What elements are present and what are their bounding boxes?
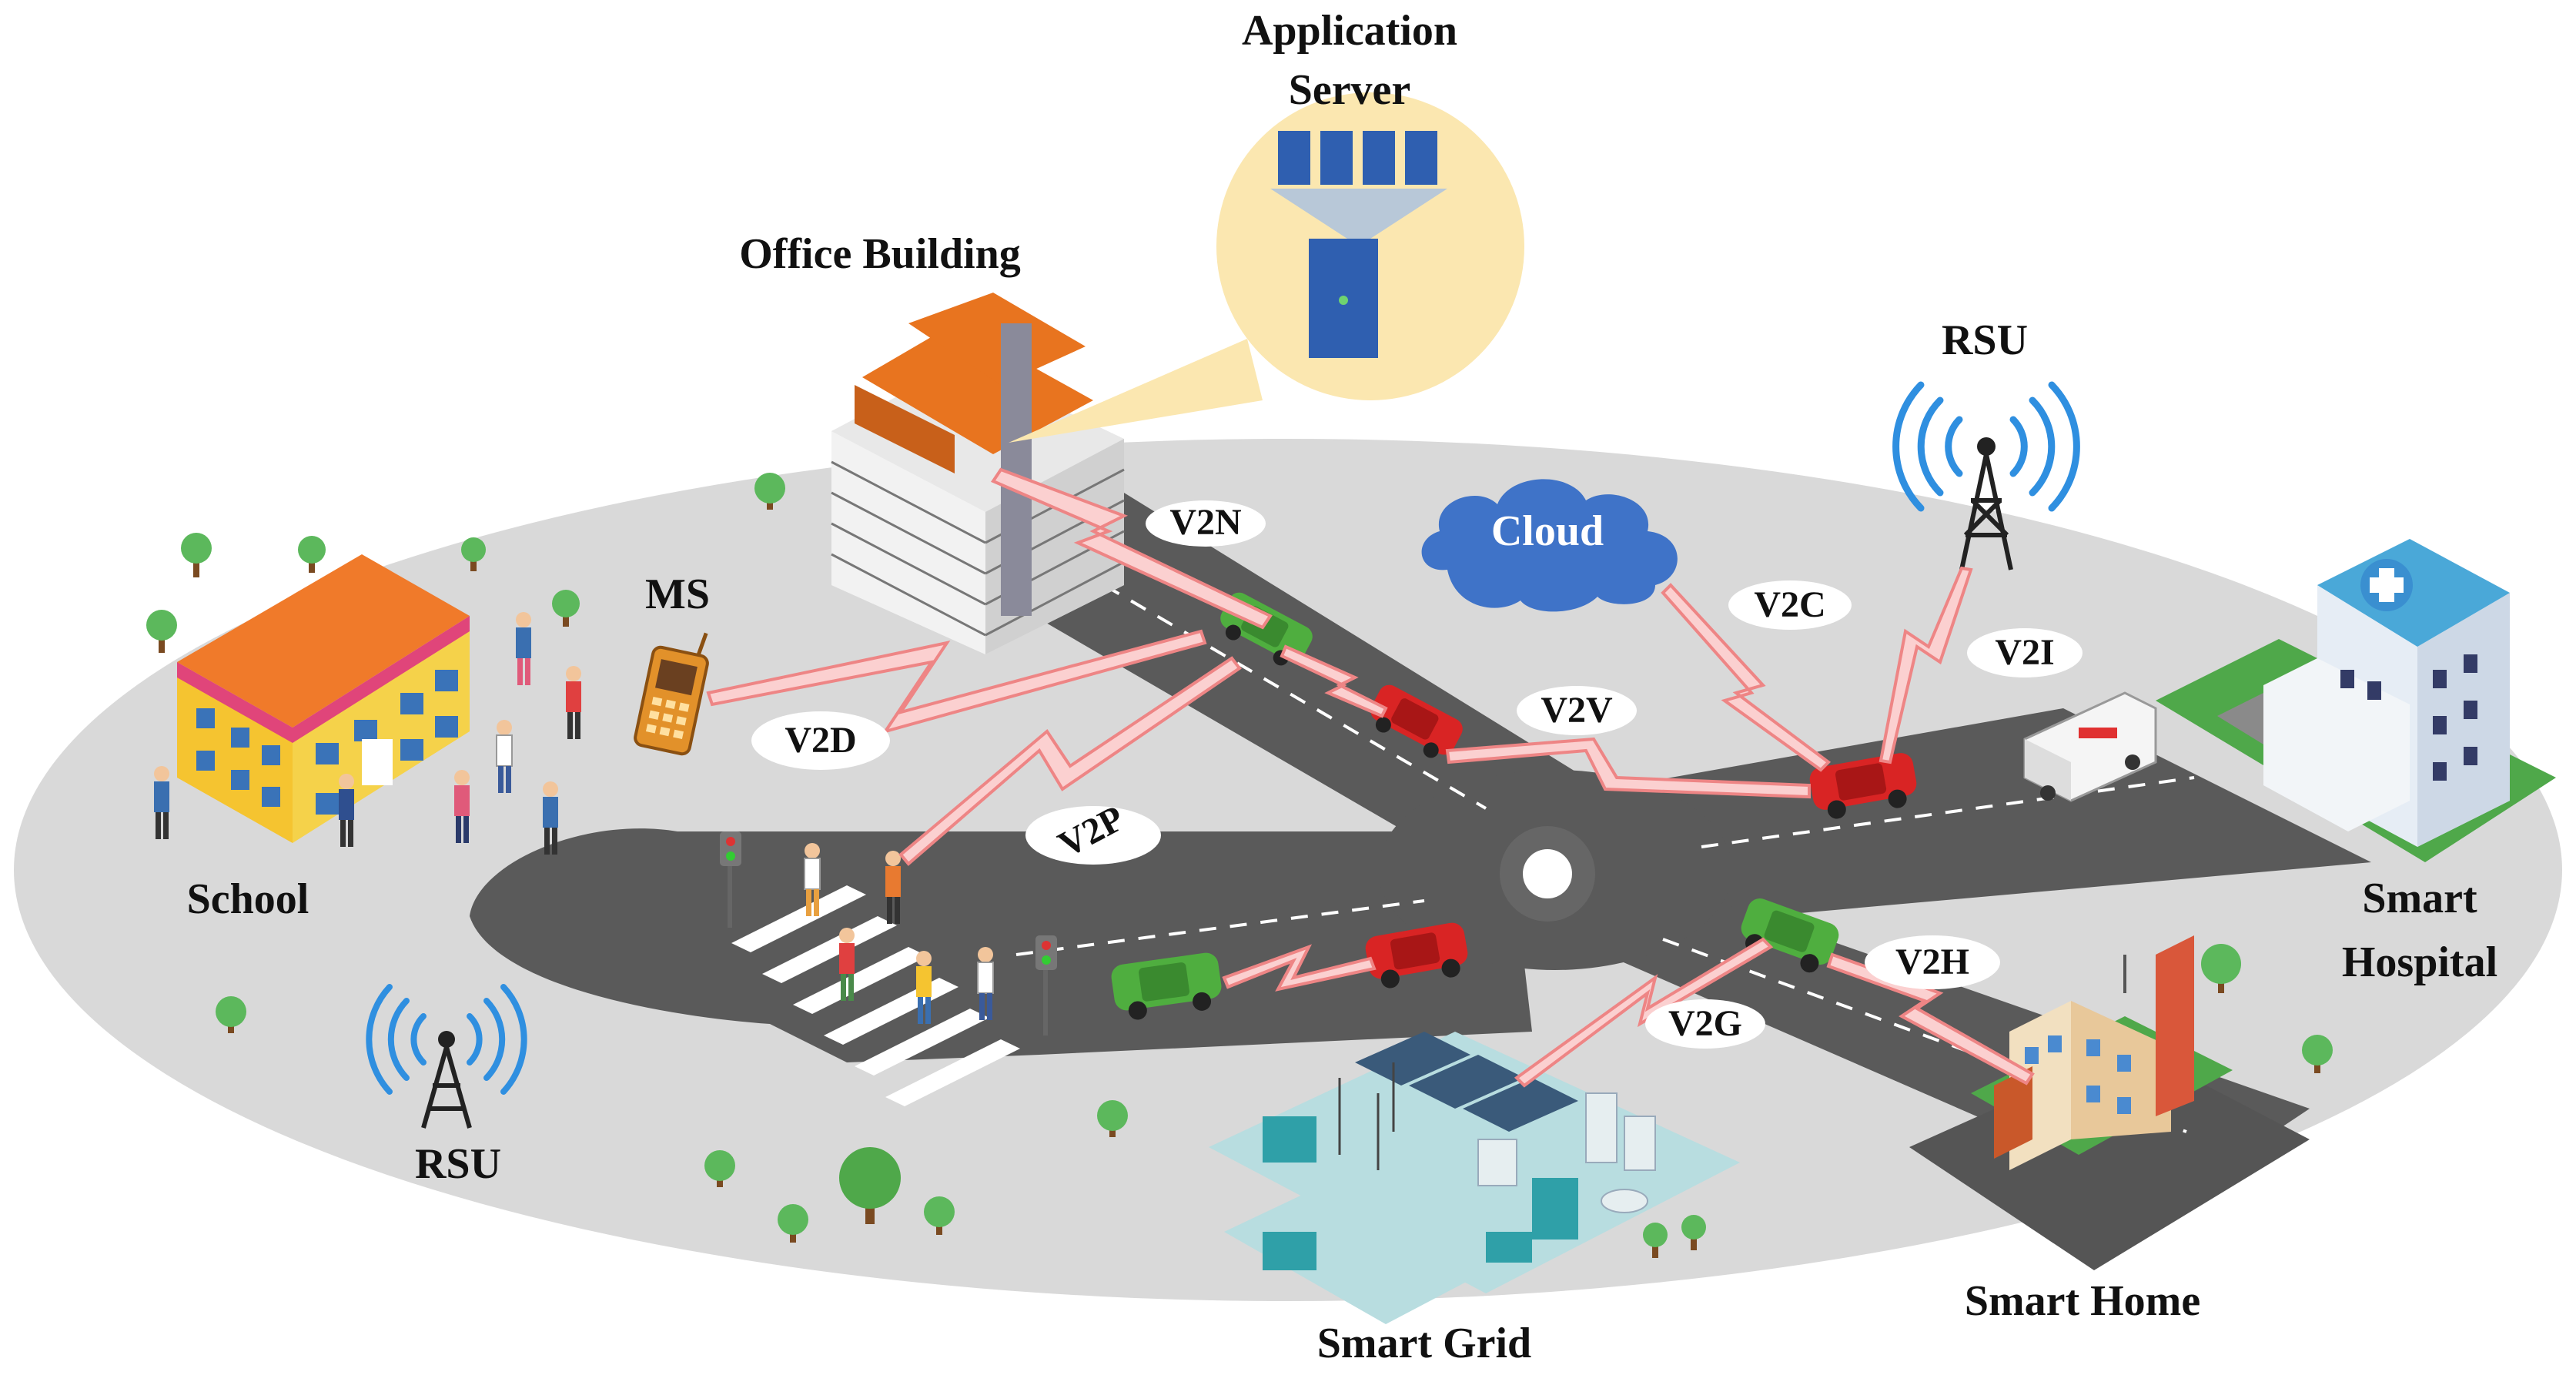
car-icon — [1809, 753, 1917, 819]
v2h-bolt — [1826, 952, 2035, 1086]
smart-hospital-building — [2156, 539, 2556, 862]
cloud-label: Cloud — [1491, 507, 1604, 555]
v2p-bolt — [898, 656, 1242, 866]
smart-home-label: Smart Home — [1965, 1277, 2200, 1325]
tree-icon — [461, 537, 486, 571]
smart-grid-facility — [1209, 1032, 1740, 1324]
v2i-bolt — [1878, 566, 1973, 764]
tree-icon — [778, 1204, 808, 1243]
car-icon — [1370, 684, 1463, 758]
office-building-label: Office Building — [739, 230, 1021, 278]
v2g-label: V2G — [1668, 1003, 1742, 1044]
rsu-bottom-label: RSU — [415, 1140, 501, 1188]
car-icon — [1365, 922, 1468, 989]
tree-icon — [2302, 1035, 2333, 1073]
v2v-car-bolt — [1280, 644, 1388, 718]
ms-label: MS — [645, 570, 710, 618]
smart-hospital-label-line2: Hospital — [2342, 938, 2497, 986]
link-label-ovals — [751, 500, 2083, 1049]
tree-icon — [216, 996, 246, 1033]
crosswalk — [731, 885, 1020, 1106]
mobile-phone-icon — [634, 632, 709, 756]
application-server-label-line1: Application — [1242, 7, 1457, 55]
tree-icon — [704, 1150, 735, 1187]
traffic-light-icon — [1035, 935, 1057, 1035]
school-label: School — [187, 875, 309, 923]
v2g-bolt — [1514, 937, 1774, 1088]
v2d-bolt — [706, 629, 1207, 734]
school-building — [177, 554, 470, 843]
v2h-label: V2H — [1895, 942, 1969, 982]
v2n-bolt — [991, 467, 1273, 630]
funnel-icon — [1270, 189, 1447, 239]
v2c-bolt — [1661, 583, 1832, 772]
tree-icon — [754, 473, 785, 510]
v2d-label: V2D — [785, 720, 856, 761]
smart-hospital-label-line1: Smart — [2362, 875, 2477, 922]
cloud-icon — [1421, 479, 1678, 612]
application-server-callout — [1009, 92, 1524, 443]
pedestrians-crosswalk — [804, 843, 994, 1024]
trees — [146, 473, 2333, 1258]
tree-icon — [1681, 1215, 1706, 1250]
server-rack-icon — [1278, 131, 1437, 185]
v2n-label: V2N — [1169, 502, 1242, 543]
application-server-label-line2: Server — [1289, 66, 1411, 114]
rsu-tower-icon — [1892, 381, 2080, 570]
tree-icon — [1097, 1100, 1128, 1137]
v2i-label: V2I — [1995, 632, 2054, 673]
rsu-top-label: RSU — [1942, 316, 2028, 364]
communication-links — [706, 467, 2035, 1088]
tree-icon — [1643, 1223, 1668, 1258]
pedestrians-school — [154, 612, 581, 855]
car-icon — [1741, 898, 1839, 973]
office-building — [831, 293, 1125, 654]
smart-home-building — [1971, 935, 2233, 1170]
smart-grid-label: Smart Grid — [1317, 1320, 1531, 1367]
car-icon — [1111, 952, 1222, 1020]
tree-icon — [146, 610, 177, 653]
wind-turbine-icon — [1338, 1062, 1395, 1170]
v2v-road-bolt — [1222, 944, 1377, 992]
tree-icon — [298, 536, 326, 573]
rsu-tower-icon — [366, 984, 527, 1129]
tree-icon — [2201, 944, 2241, 993]
v2v-label: V2V — [1541, 690, 1613, 731]
v2v-bolt — [1445, 737, 1811, 799]
traffic-light-icon — [720, 831, 741, 928]
tree-icon — [181, 533, 212, 577]
tree-icon — [839, 1147, 901, 1224]
v2c-label: V2C — [1754, 584, 1825, 625]
ambulance-icon — [2023, 691, 2157, 802]
roundabout-center — [1523, 849, 1572, 898]
tree-icon — [924, 1196, 955, 1235]
tree-icon — [552, 590, 580, 627]
